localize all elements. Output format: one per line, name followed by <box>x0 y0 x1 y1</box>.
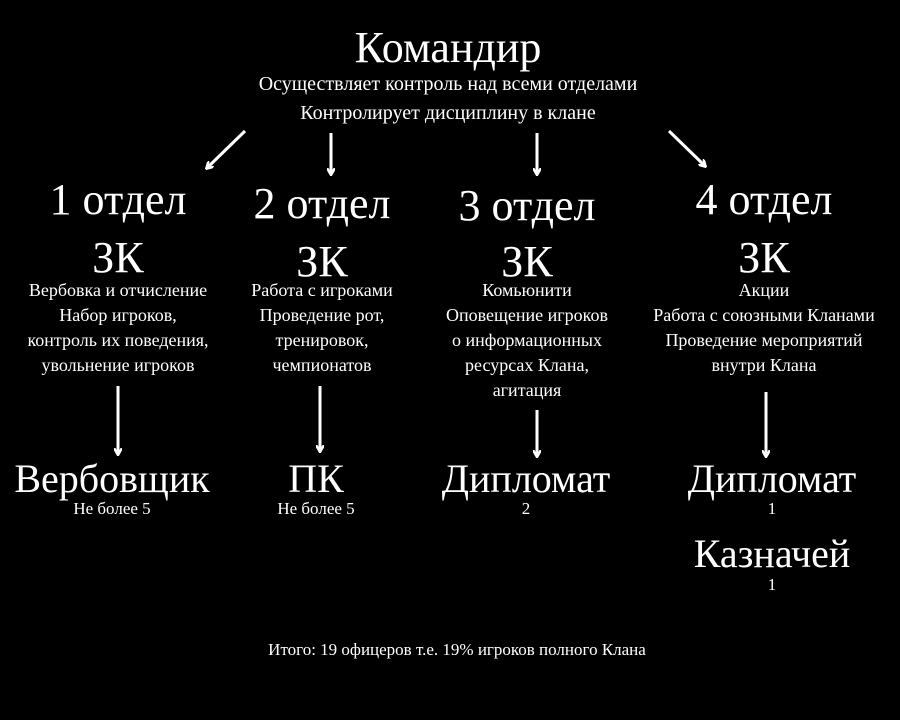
duty: Работа с игроками <box>251 280 393 300</box>
dept-2-duties: Работа с игроками Проведение рот, тренир… <box>251 278 393 378</box>
dept-2-title: 2 отдел <box>253 179 391 228</box>
duty: тренировок, <box>275 330 369 350</box>
duty: Работа с союзными Кланами <box>653 305 875 325</box>
dept-4-head: ЗК <box>738 233 790 282</box>
duty: контроль их поведения, <box>27 330 209 350</box>
arrow-to-dept-1 <box>207 129 247 168</box>
dept-1-head: ЗК <box>92 233 144 282</box>
arrow-to-dept-4 <box>667 129 705 166</box>
dept-3-head: ЗК <box>501 237 553 286</box>
dept-1-title: 1 отдел <box>49 175 187 224</box>
duty: Оповещение игроков <box>446 305 608 325</box>
role-recruiter: Вербовщик <box>14 456 210 501</box>
duty: агитация <box>492 380 562 400</box>
role-diplomat-4-count: 1 <box>767 499 777 518</box>
dept-4-title: 4 отдел <box>695 175 833 224</box>
duty: Набор игроков, <box>59 305 177 325</box>
role-pk: ПК <box>288 456 344 501</box>
dept-4-duties: Акции Работа с союзными Кланами Проведен… <box>653 278 874 378</box>
role-pk-count: Не более 5 <box>277 499 355 518</box>
duty: о информационных <box>451 330 603 350</box>
duty: внутри Клана <box>711 355 817 375</box>
commander-duty: Контролирует дисциплину в клане <box>300 102 596 124</box>
duty: Комьюнити <box>482 280 572 300</box>
duty: Вербовка и отчисление <box>28 280 208 300</box>
role-diplomat-4: Дипломат <box>687 456 857 501</box>
role-diplomat-3-count: 2 <box>521 499 531 518</box>
footer-total: Итого: 19 офицеров т.е. 19% игроков полн… <box>268 640 646 659</box>
dept-1-duties: Вербовка и отчисление Набор игроков, кон… <box>27 278 208 378</box>
duty: Проведение рот, <box>259 305 385 325</box>
role-recruiter-count: Не более 5 <box>73 499 151 518</box>
dept-2-head: ЗК <box>296 237 348 286</box>
duty: ресурсах Клана, <box>465 355 589 375</box>
duty: Акции <box>738 280 790 300</box>
duty: чемпионатов <box>272 355 372 375</box>
duty: Проведение мероприятий <box>665 330 863 350</box>
role-treasurer-count: 1 <box>767 575 777 594</box>
role-treasurer: Казначей <box>693 531 851 576</box>
duty: увольнение игроков <box>41 355 195 375</box>
dept-3-title: 3 отдел <box>458 181 596 230</box>
commander-title: Командир <box>354 23 542 72</box>
role-diplomat-3: Дипломат <box>441 456 611 501</box>
commander-duty: Осуществляет контроль над всеми отделами <box>258 73 638 95</box>
dept-3-duties: Комьюнити Оповещение игроков о информаци… <box>446 278 608 403</box>
commander-duties: Осуществляет контроль над всеми отделами… <box>259 70 638 128</box>
